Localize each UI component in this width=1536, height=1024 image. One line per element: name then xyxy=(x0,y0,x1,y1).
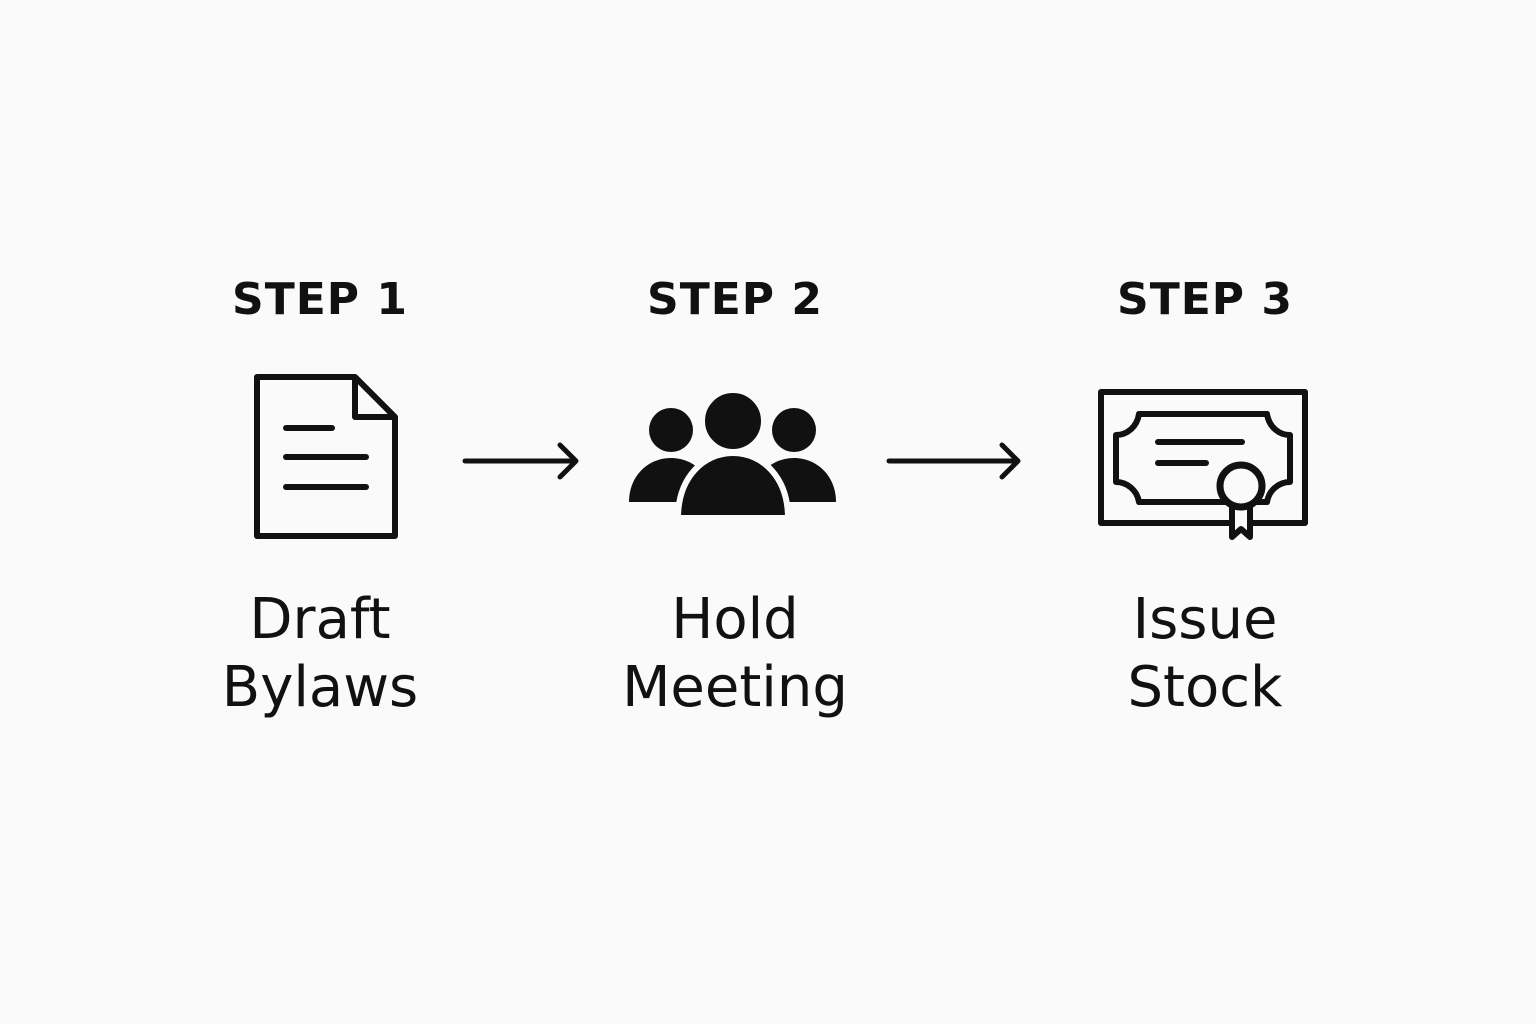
step-3: STEP 3 Issue Stock xyxy=(1075,270,1335,720)
step-2-label: Hold Meeting xyxy=(600,586,870,722)
step-2: STEP 2 Hold Meeting xyxy=(600,270,870,720)
arrow-right-icon xyxy=(462,442,579,480)
step-2-label-line-2: Meeting xyxy=(622,655,848,720)
certificate-icon xyxy=(1098,389,1308,540)
step-1-label: Draft Bylaws xyxy=(190,586,450,722)
step-3-heading: STEP 3 xyxy=(1117,274,1293,325)
group-icon xyxy=(629,390,836,521)
arrow-right-icon xyxy=(886,442,1021,480)
step-2-heading: STEP 2 xyxy=(647,274,823,325)
document-icon xyxy=(254,374,398,539)
step-2-label-line-1: Hold xyxy=(671,587,799,652)
step-3-label-line-2: Stock xyxy=(1127,655,1283,720)
step-1: STEP 1 Draft Bylaws xyxy=(190,270,450,720)
step-1-heading: STEP 1 xyxy=(232,274,408,325)
step-1-label-line-2: Bylaws xyxy=(221,655,419,720)
step-3-label-line-1: Issue xyxy=(1132,587,1278,652)
step-3-label: Issue Stock xyxy=(1075,586,1335,722)
step-1-label-line-1: Draft xyxy=(249,587,391,652)
